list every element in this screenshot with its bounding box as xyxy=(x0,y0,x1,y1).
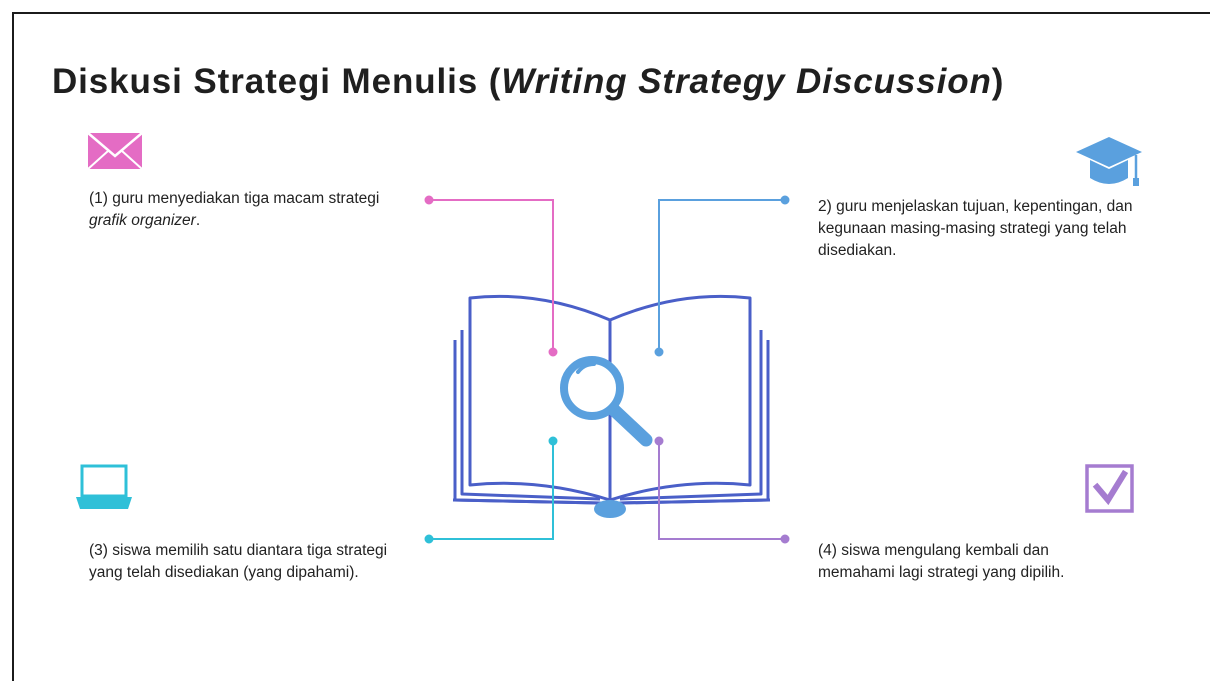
step-3-text: (3) siswa memilih satu diantara tiga str… xyxy=(89,542,388,581)
step-4-text: (4) siswa mengulang kembali dan memahami… xyxy=(818,542,1065,581)
title-italic: Writing Strategy Discussion xyxy=(501,62,992,101)
page-title: Diskusi Strategi Menulis (Writing Strate… xyxy=(52,62,1005,101)
envelope-icon xyxy=(87,132,143,170)
book-spine-tab xyxy=(594,500,626,518)
connector-step-1 xyxy=(424,195,558,357)
magnifier-icon xyxy=(560,356,653,447)
step-2-text: 2) guru menjelaskan tujuan, kepentingan,… xyxy=(818,198,1133,259)
laptop-icon xyxy=(76,464,132,509)
step-1-text: (1) guru menyediakan tiga macam strategi… xyxy=(89,190,380,229)
connector-step-4 xyxy=(654,436,790,544)
connector-step-3 xyxy=(424,436,558,544)
checkbox-icon xyxy=(1085,464,1134,513)
connector-step-2 xyxy=(654,195,790,357)
graduation-cap-icon xyxy=(1076,137,1142,186)
